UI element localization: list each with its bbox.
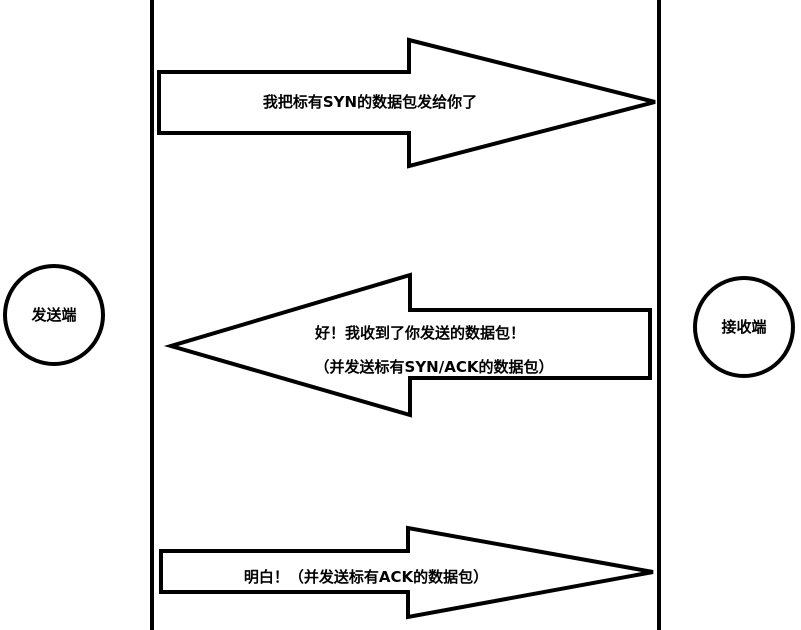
syn-ack-message: 好！我收到了你发送的数据包！ （并发送标有SYN/ACK的数据包） [163,272,652,418]
ack-arrow [159,525,654,620]
sender-node: 发送端 [3,264,105,366]
syn-ack-label-line1: 好！我收到了你发送的数据包！ [314,324,525,342]
ack-message: 明白！（并发送标有ACK的数据包） [159,525,654,620]
receiver-node: 接收端 [693,276,795,378]
syn-arrow [157,37,656,169]
sender-label: 发送端 [30,306,76,324]
syn-ack-arrow [163,272,652,418]
syn-ack-label-line2: （并发送标有SYN/ACK的数据包） [315,358,554,376]
ack-label: 明白！（并发送标有ACK的数据包） [244,568,488,586]
syn-message: 我把标有SYN的数据包发给你了 [157,37,656,169]
receiver-label: 接收端 [721,318,766,336]
syn-label: 我把标有SYN的数据包发给你了 [263,93,477,111]
